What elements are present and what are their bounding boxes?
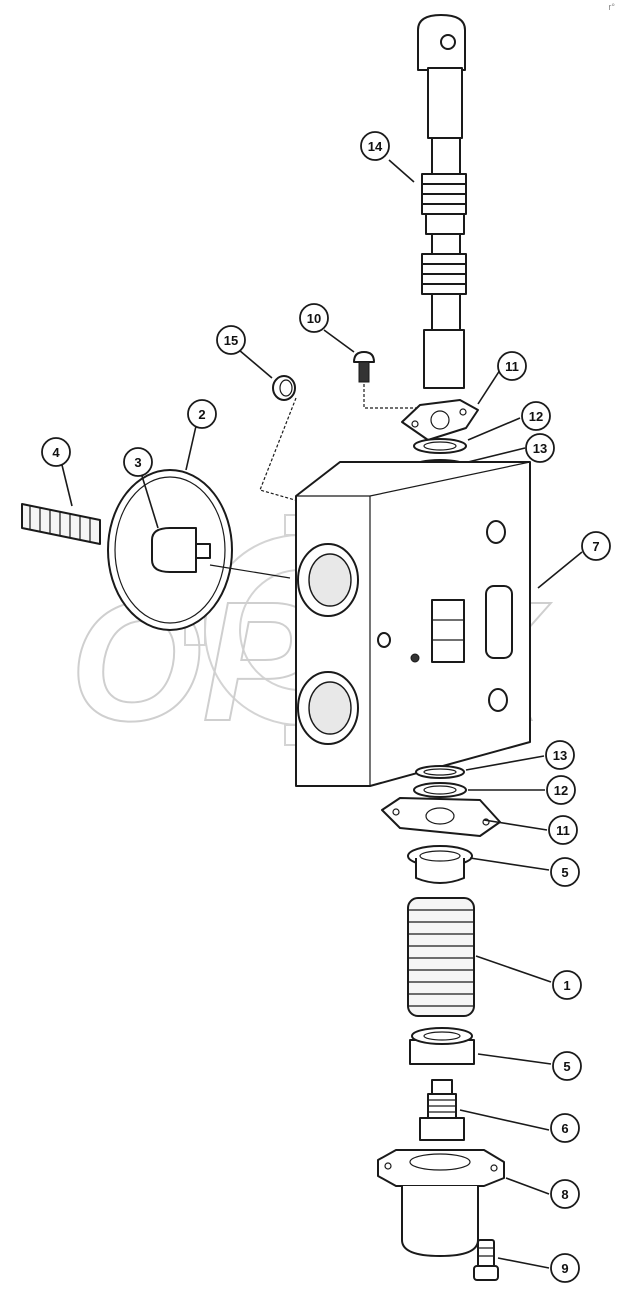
svg-text:6: 6	[561, 1121, 568, 1136]
spool-grooves-upper	[421, 173, 467, 215]
spool-14	[417, 14, 467, 389]
svg-text:7: 7	[592, 539, 599, 554]
seal-12-lower	[413, 782, 467, 798]
ring-13-lower	[415, 765, 465, 779]
callout-8: 8	[550, 1179, 580, 1209]
callout-1: 1	[552, 970, 582, 1000]
callout-7: 7	[581, 531, 611, 561]
callout-12-lower: 12	[546, 775, 576, 805]
screw-10	[353, 351, 421, 418]
svg-text:12: 12	[529, 409, 543, 424]
callout-2: 2	[187, 399, 217, 429]
spring-seat-5-upper	[407, 845, 473, 884]
bolt-9	[473, 1239, 499, 1281]
callout-5-upper: 5	[550, 857, 580, 887]
callout-13-lower: 13	[545, 740, 575, 770]
valve-body-7	[295, 461, 531, 787]
callout-12-upper: 12	[521, 401, 551, 431]
callout-10: 10	[299, 303, 329, 333]
svg-text:13: 13	[553, 748, 567, 763]
callout-15: 15	[216, 325, 246, 355]
spring-seat-5-lower	[409, 1027, 475, 1065]
callout-13-upper: 13	[525, 433, 555, 463]
flange-plate-11-upper	[401, 399, 479, 441]
poppet-3	[151, 527, 291, 579]
svg-text:11: 11	[505, 359, 519, 374]
svg-text:12: 12	[554, 783, 568, 798]
corner-mark: r°	[608, 2, 615, 12]
callouts: 14 10 15 11 2 12 13 4 3 7 13 12 11 5 1 5…	[41, 131, 611, 1283]
svg-text:8: 8	[561, 1187, 568, 1202]
svg-text:2: 2	[198, 407, 205, 422]
stud-6	[419, 1079, 465, 1141]
spool-grooves-lower	[421, 253, 467, 295]
svg-text:15: 15	[224, 333, 238, 348]
svg-text:10: 10	[307, 311, 321, 326]
callout-11-lower: 11	[548, 815, 578, 845]
svg-text:5: 5	[561, 865, 568, 880]
svg-text:9: 9	[561, 1261, 568, 1276]
flange-plate-11-lower	[381, 797, 501, 837]
svg-text:14: 14	[368, 139, 383, 154]
callout-6: 6	[550, 1113, 580, 1143]
callout-11-upper: 11	[497, 351, 527, 381]
callout-14: 14	[360, 131, 390, 161]
callout-4: 4	[41, 437, 71, 467]
svg-text:11: 11	[556, 823, 570, 838]
port-lower	[297, 671, 359, 745]
seal-12-upper	[413, 438, 467, 454]
svg-text:4: 4	[52, 445, 60, 460]
svg-text:3: 3	[134, 455, 141, 470]
svg-text:1: 1	[563, 978, 570, 993]
svg-text:13: 13	[533, 441, 547, 456]
spring-4	[21, 503, 101, 545]
spring-1	[407, 897, 475, 1017]
callout-9: 9	[550, 1253, 580, 1283]
end-cap-8	[377, 1149, 505, 1257]
callout-5-lower: 5	[552, 1051, 582, 1081]
leader-lines	[61, 159, 583, 1269]
svg-text:5: 5	[563, 1059, 570, 1074]
callout-3: 3	[123, 447, 153, 477]
port-upper	[297, 543, 359, 617]
